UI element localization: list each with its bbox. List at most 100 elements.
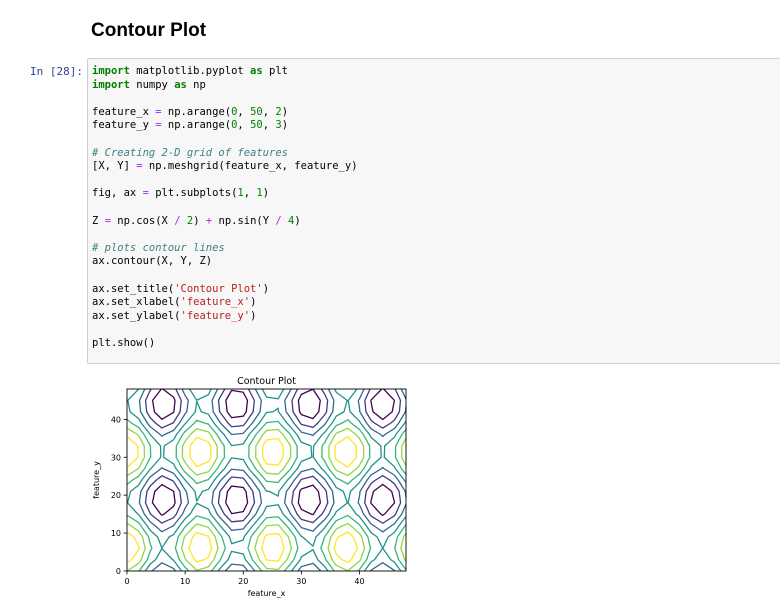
contour-plot: 0 10 20 30 40 0 10 20 30 40 Contour Plot feature_x f… — [92, 376, 407, 598]
contour-level-2 — [138, 389, 406, 571]
code-token: = — [136, 160, 143, 173]
contour-level-1 — [144, 389, 402, 524]
contour-lines — [127, 389, 406, 571]
code-line: # plots contour lines — [92, 242, 225, 254]
code-token: 'feature_x' — [180, 296, 251, 309]
axes-frame — [126, 388, 407, 572]
code-token: , — [262, 105, 276, 118]
code-token: ) — [250, 296, 257, 309]
code-token: , — [237, 105, 251, 118]
contour-level-3 — [127, 389, 406, 571]
code-token: 'Contour Plot' — [174, 282, 263, 295]
code-line: feature_y = np.arange(0, 50, 3) — [92, 119, 288, 131]
code-token: 4 — [288, 214, 295, 227]
code-token: 1 — [256, 187, 263, 200]
y-tick-label: 10 — [111, 529, 121, 538]
code-token: , — [243, 187, 257, 200]
code-token: 1 — [237, 187, 244, 200]
contour-level-6 — [127, 435, 359, 564]
code-token: import — [92, 78, 130, 91]
x-tick-label: 10 — [180, 577, 190, 586]
cell-output: 0 10 20 30 40 0 10 20 30 40 Contour Plot feature_x f… — [87, 366, 780, 606]
code-token: feature_y — [92, 119, 156, 132]
code-token: as — [250, 65, 263, 77]
code-line: [X, Y] = np.meshgrid(feature_x, feature_… — [92, 160, 358, 172]
y-tick-label: 30 — [111, 453, 121, 462]
code-token: np.arange( — [161, 119, 232, 132]
code-token: np — [186, 78, 206, 91]
code-token: 2 — [186, 214, 194, 227]
code-token: ) — [262, 282, 270, 295]
code-cell[interactable]: import matplotlib.pyplot as plt import n… — [87, 58, 780, 364]
code-line: plt.show() — [92, 337, 155, 349]
code-token: 0 — [231, 119, 238, 132]
code-token: / — [174, 214, 181, 227]
code-token: = — [104, 214, 111, 227]
code-token: ax.set_title( — [92, 282, 175, 295]
code-line: # Creating 2-D grid of features — [92, 147, 288, 159]
code-token: np.meshgrid(feature_x, feature_y) — [142, 160, 358, 173]
code-line: import matplotlib.pyplot as plt — [92, 65, 288, 77]
code-token: + — [205, 214, 213, 227]
code-line: ax.contour(X, Y, Z) — [92, 255, 212, 267]
code-token: ) — [262, 187, 270, 200]
code-line: fig, ax = plt.subplots(1, 1) — [92, 187, 269, 199]
code-token: np.arange( — [161, 105, 232, 118]
chart-title: Contour Plot — [237, 376, 296, 387]
code-line: Z = np.cos(X / 2) + np.sin(Y / 4) — [92, 215, 301, 227]
code-token: import — [92, 65, 130, 77]
code-line: ax.set_xlabel('feature_x') — [92, 296, 256, 308]
y-axis-label: feature_y — [92, 461, 101, 499]
code-token: 50 — [250, 119, 263, 132]
contour-level-5 — [127, 427, 406, 571]
code-token: 'feature_y' — [180, 309, 251, 322]
contour-level-4 — [127, 418, 406, 571]
code-token: ax.contour(X, Y, Z) — [92, 255, 213, 268]
contour-level-0 — [151, 389, 396, 516]
code-token: plt — [262, 65, 288, 77]
code-line: ax.set_ylabel('feature_y') — [92, 310, 256, 322]
code-token: numpy — [129, 78, 175, 91]
code-token: ) — [281, 119, 289, 132]
code-token: ax.set_xlabel( — [92, 296, 181, 309]
code-line: feature_x = np.arange(0, 50, 2) — [92, 106, 288, 118]
code-token: # plots contour lines — [92, 241, 225, 254]
code-token: 2 — [275, 105, 282, 118]
code-token: = — [155, 105, 162, 118]
y-tick-label: 40 — [111, 415, 121, 424]
code-line: ax.set_title('Contour Plot') — [92, 283, 269, 295]
code-token: , — [262, 119, 276, 132]
code-token: 50 — [250, 105, 263, 118]
code-token: ) — [193, 214, 206, 227]
x-tick-label: 20 — [238, 577, 248, 586]
code-token: np.cos(X — [110, 214, 175, 227]
x-tick-label: 30 — [296, 577, 306, 586]
code-line: import numpy as np — [92, 79, 206, 91]
code-token: plt.subplots( — [148, 187, 238, 200]
code-token: plt.show() — [92, 336, 156, 349]
x-axis-label: feature_x — [248, 589, 286, 598]
code-token: np.sin(Y — [212, 214, 276, 227]
code-token: ) — [294, 214, 301, 227]
markdown-heading: Contour Plot — [91, 20, 207, 41]
code-token: fig, ax — [92, 187, 143, 200]
y-tick-label: 20 — [111, 491, 121, 500]
code-editor[interactable]: import matplotlib.pyplot as plt import n… — [92, 65, 358, 350]
code-token: [X, Y] — [92, 160, 137, 173]
code-token: Z — [92, 214, 105, 227]
code-token: matplotlib.pyplot — [129, 65, 251, 77]
code-token: feature_x — [92, 105, 156, 118]
code-token: = — [142, 187, 149, 200]
code-token: ax.set_ylabel( — [92, 309, 181, 322]
code-token: 0 — [231, 105, 238, 118]
code-token: ) — [281, 105, 289, 118]
x-tick-label: 40 — [354, 577, 364, 586]
code-token: = — [155, 119, 162, 132]
code-token: , — [237, 119, 251, 132]
code-token: # Creating 2-D grid of features — [92, 146, 288, 159]
y-tick-label: 0 — [116, 567, 121, 576]
x-tick-label: 0 — [124, 577, 129, 586]
code-token: / — [275, 214, 282, 227]
code-token: 3 — [275, 119, 282, 132]
cell-prompt: In [28]: — [30, 65, 83, 78]
